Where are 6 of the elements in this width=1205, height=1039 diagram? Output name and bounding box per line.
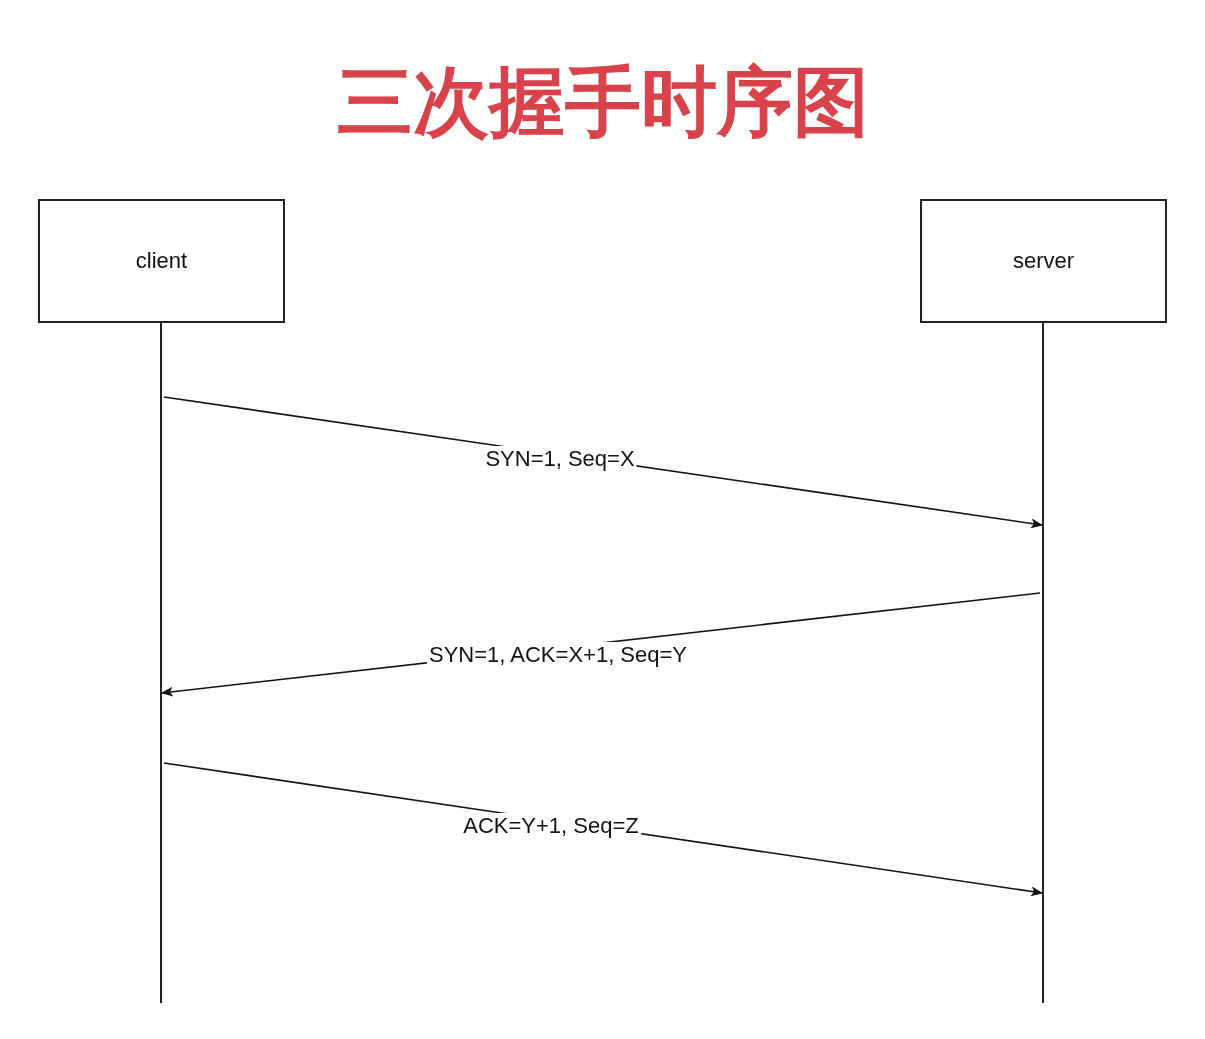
edge-label: ACK=Y+1, Seq=Z (461, 813, 641, 839)
edge-label: SYN=1, Seq=X (483, 446, 637, 472)
participant-name: server (1012, 248, 1075, 274)
participant-name: client (135, 248, 188, 274)
edge-label: SYN=1, ACK=X+1, Seq=Y (426, 642, 690, 668)
title: 三次握手时序图 (335, 56, 870, 148)
